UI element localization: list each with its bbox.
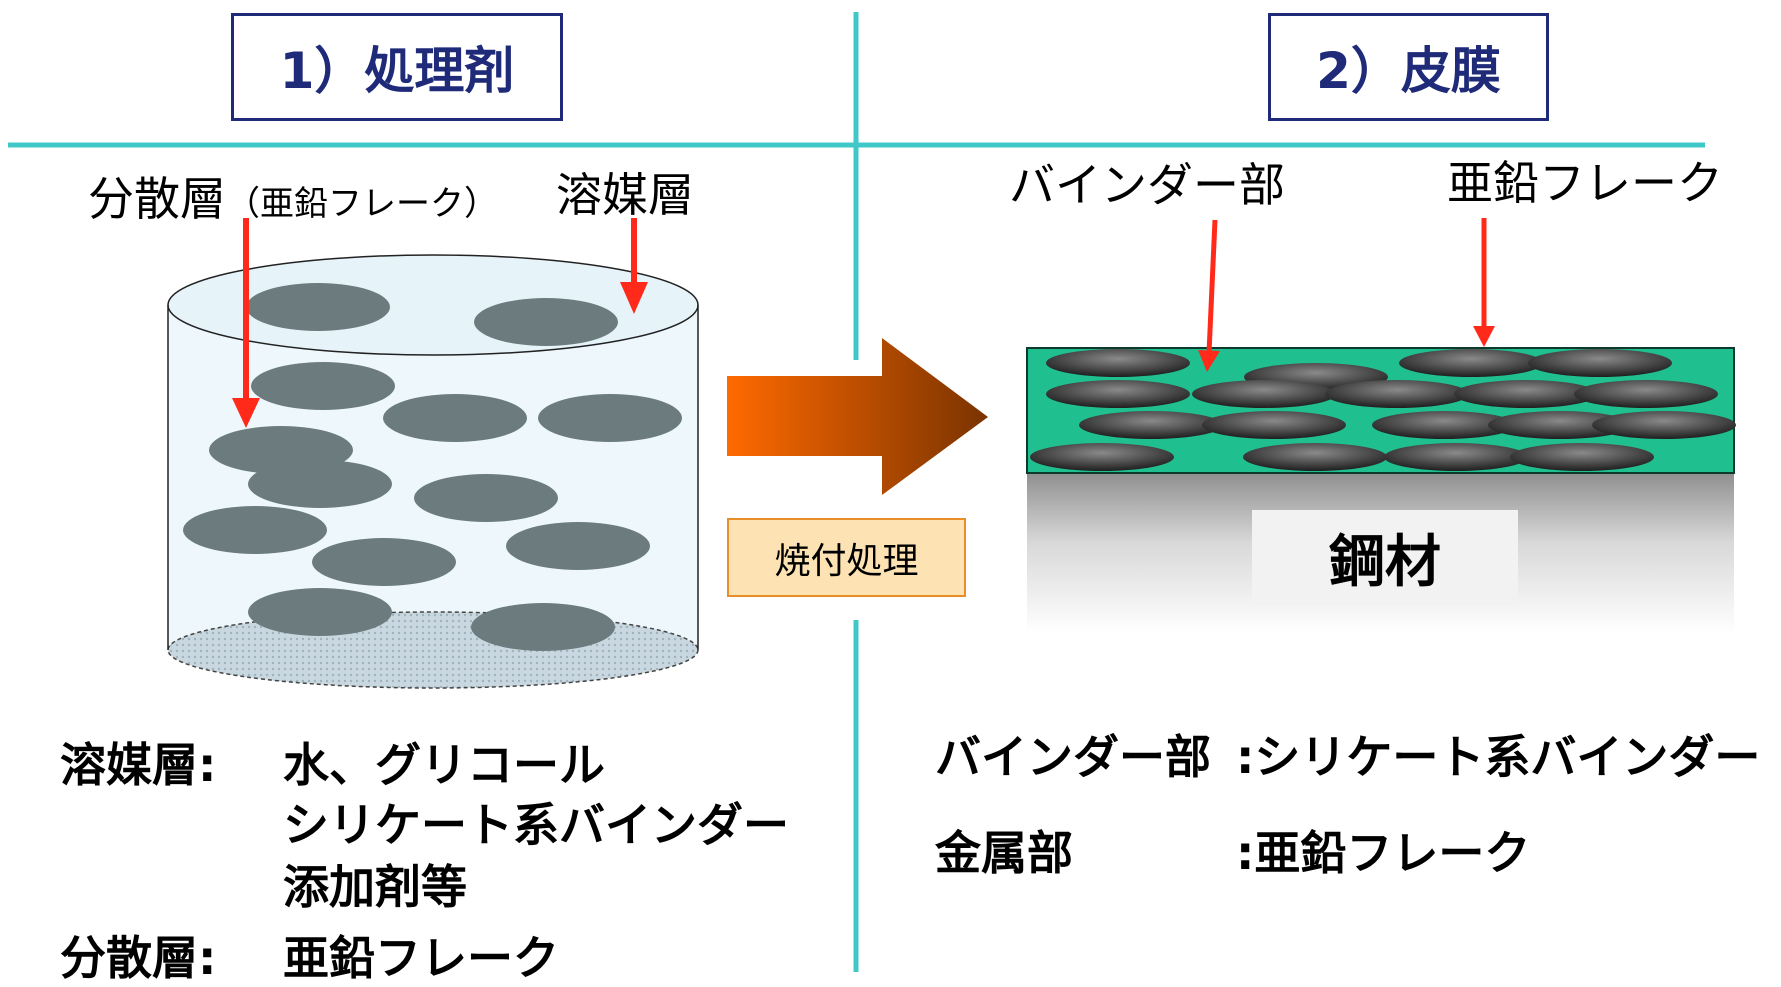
desc-binder-head: バインダー部	[935, 730, 1211, 784]
zinc-flakes-dispersed	[183, 283, 682, 651]
zinc-flakes-coating	[1030, 349, 1736, 471]
desc-dispersed-value: 亜鉛フレーク	[283, 931, 559, 985]
desc-solvent-line-3: 添加剤等	[283, 860, 467, 914]
process-arrow	[727, 338, 988, 495]
desc-solvent-line-1: 水、グリコール	[283, 738, 605, 792]
pointer-arrows-left	[232, 218, 648, 428]
label-binder: バインダー部	[1009, 158, 1285, 212]
steel-label-box: 鋼材	[1252, 510, 1518, 605]
right-title-box: 2）皮膜	[1268, 13, 1549, 121]
process-label-box: 焼付処理	[727, 518, 966, 597]
left-title-box: 1）処理剤	[231, 13, 563, 121]
desc-dispersed-head: 分散層:	[60, 931, 217, 985]
label-zinc-flake: 亜鉛フレーク	[1447, 156, 1723, 210]
label-dispersed-layer: 分散層（亜鉛フレーク）	[88, 176, 498, 222]
process-label: 焼付処理	[774, 540, 919, 582]
label-solvent-layer: 溶媒層	[556, 168, 694, 222]
label-dispersed-note: （亜鉛フレーク）	[226, 184, 498, 224]
desc-solvent-head: 溶媒層:	[60, 738, 217, 792]
label-dispersed-text: 分散層	[88, 172, 226, 226]
right-title: 2）皮膜	[1316, 42, 1501, 100]
left-title: 1）処理剤	[279, 42, 515, 100]
desc-metal-head: 金属部	[935, 826, 1073, 880]
desc-binder-value: :シリケート系バインダー	[1236, 730, 1761, 784]
steel-label: 鋼材	[1329, 530, 1441, 595]
desc-solvent-line-2: シリケート系バインダー	[283, 798, 789, 852]
desc-metal-value: :亜鉛フレーク	[1236, 826, 1531, 880]
cylinder-container	[167, 254, 699, 689]
pointer-arrows-right	[1198, 218, 1495, 372]
